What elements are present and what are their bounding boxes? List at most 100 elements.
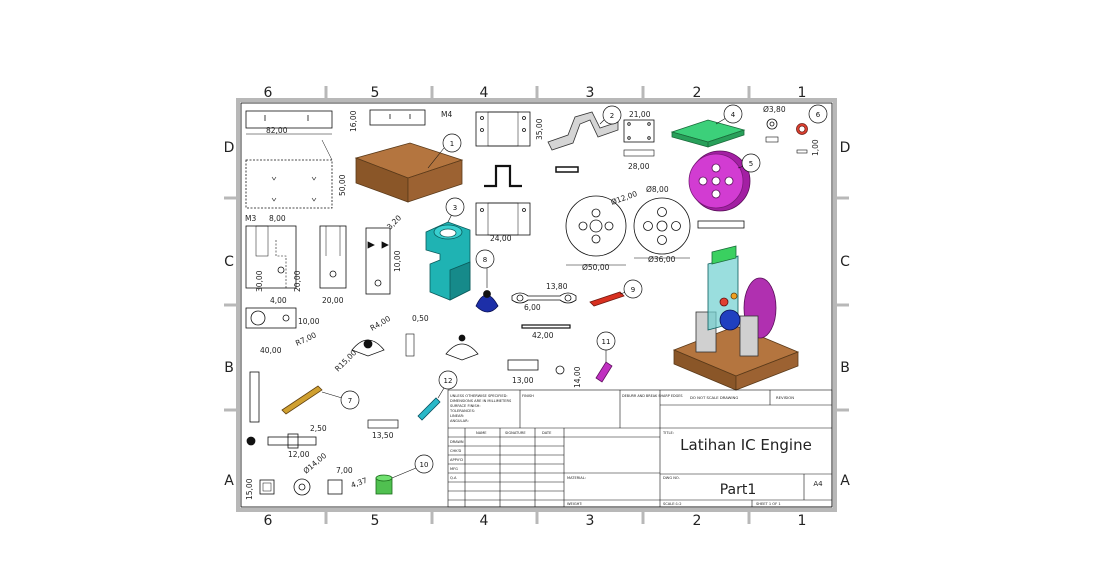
scale-label: SCALE:1:2 <box>663 502 682 506</box>
dim-10-b: 10,00 <box>298 317 320 326</box>
zone-ticks <box>224 86 849 524</box>
revision-label: REVISION <box>776 395 794 400</box>
cylinder-block-views: M3 8,00 30,00 20,00 4,00 20,00 3,20 10,0… <box>245 213 403 305</box>
flywheel-iso <box>688 150 751 212</box>
crank-plate-views: 40,00 R7,00 10,00 <box>245 307 320 355</box>
balloon-6-label: 6 <box>816 111 821 119</box>
weight-label: WEIGHT: <box>567 502 582 506</box>
row-chkd: CHK'D <box>450 449 462 453</box>
drawing-title: Latihan IC Engine <box>680 436 812 454</box>
zone-row-b-right: B <box>840 360 850 376</box>
zone-row-c-right: C <box>840 254 850 270</box>
green-cylinder-iso <box>375 474 393 495</box>
balloon-10-label: 10 <box>420 461 429 469</box>
red-pin-iso <box>589 291 625 307</box>
dim-r4: R4,00 <box>369 314 393 333</box>
dim-14: 14,00 <box>573 366 582 388</box>
base-plate-front-view <box>245 159 333 209</box>
zone-row-a-right: A <box>840 473 850 489</box>
balloon-12 <box>438 370 458 390</box>
dim-20-b: 20,00 <box>322 296 344 305</box>
row-drawn: DRAWN <box>450 440 464 444</box>
dim-15: 15,00 <box>245 478 254 500</box>
balloon-1-label: 1 <box>450 140 454 148</box>
finish-label: FINISH <box>522 394 534 398</box>
yellow-shaft-iso <box>281 385 323 415</box>
flywheel-front-views: Ø12,00 Ø8,00 Ø50,00 Ø36,00 <box>565 185 691 272</box>
row-appvd: APPV'D <box>450 458 463 462</box>
tol-line-2: DIMENSIONS ARE IN MILLIMETERS <box>450 399 512 403</box>
balloon-8 <box>475 249 495 269</box>
balloon-4-label: 4 <box>731 111 736 119</box>
cam-views: R15,00 R4,00 0,50 <box>333 314 479 373</box>
balloon-12-label: 12 <box>444 377 453 385</box>
balloon-9-label: 9 <box>631 286 635 294</box>
tol-line-3: SURFACE FINISH: <box>450 404 481 408</box>
dim-d36: Ø36,00 <box>648 255 676 264</box>
dim-m4: M4 <box>441 110 452 119</box>
dim-6: 6,00 <box>524 303 541 312</box>
dim-40: 40,00 <box>260 346 282 355</box>
magenta-pin-iso <box>595 361 613 383</box>
flywheel-side <box>697 220 745 229</box>
dim-13-5: 13,50 <box>372 431 394 440</box>
dim-r15: R15,00 <box>333 348 358 373</box>
tol-line-5: LINEAR: <box>450 414 464 418</box>
sheet-label: SHEET 1 OF 1 <box>756 502 781 506</box>
do-not-scale-label: DO NOT SCALE DRAWING <box>690 395 738 400</box>
title-label: TITLE: <box>662 431 674 435</box>
dim-d8: Ø8,00 <box>646 185 669 194</box>
balloon-callouts: 1 2 3 4 5 6 7 8 9 10 11 12 <box>321 104 828 479</box>
balloon-9 <box>623 279 643 299</box>
zone-row-d: D <box>224 140 235 156</box>
tol-line-4: TOLERANCES: <box>449 409 475 413</box>
zone-labels-top: 6 5 4 3 2 1 <box>264 85 807 101</box>
dim-20: 20,00 <box>293 270 302 292</box>
zone-col-6: 6 <box>264 85 273 101</box>
zone-labels-right: D C B A <box>840 140 851 489</box>
drawing-number: Part1 <box>720 482 757 498</box>
zone-col-1-bottom: 1 <box>798 513 807 529</box>
shaft-side-view <box>249 371 260 423</box>
dim-1: 1,00 <box>811 139 820 156</box>
zone-labels-bottom: 6 5 4 3 2 1 <box>264 513 807 529</box>
base-plate-top-view <box>245 110 333 129</box>
balloon-6 <box>808 104 828 124</box>
small-pin-views: 13,00 14,00 <box>507 359 582 388</box>
dim-35: 35,00 <box>535 118 544 140</box>
dim-28: 28,00 <box>628 162 650 171</box>
title-block-text: UNLESS OTHERWISE SPECIFIED: DIMENSIONS A… <box>449 394 823 506</box>
zone-col-3-bottom: 3 <box>586 513 595 529</box>
zone-col-4-bottom: 4 <box>480 513 489 529</box>
dim-10: 10,00 <box>393 250 402 272</box>
dim-7: 7,00 <box>336 466 353 475</box>
dim-12: 12,00 <box>288 450 310 459</box>
cylinder-iso <box>425 221 471 301</box>
tol-line-6: ANGULAR: <box>450 419 469 423</box>
zone-row-b: B <box>224 360 234 376</box>
balloon-5 <box>741 153 761 173</box>
balloon-5-label: 5 <box>749 160 753 168</box>
balloon-8-label: 8 <box>483 256 487 264</box>
row-mfg: MFG <box>450 467 458 471</box>
dim-24: 24,00 <box>490 234 512 243</box>
teal-pin-iso <box>417 397 441 421</box>
zone-col-5: 5 <box>371 85 380 101</box>
dim-2-5: 2,50 <box>310 424 327 433</box>
dim-0-5: 0,50 <box>412 314 429 323</box>
dim-16: 16,00 <box>349 110 358 132</box>
zone-row-a: A <box>224 473 234 489</box>
zone-labels-left: D C B A <box>224 140 235 489</box>
dim-13-8: 13,80 <box>546 282 568 291</box>
balloon-11-label: 11 <box>602 338 611 346</box>
balloon-7-label: 7 <box>348 397 352 405</box>
dim-m3: M3 <box>245 214 256 223</box>
mount-plate-view <box>623 119 655 143</box>
dim-d12: Ø12,00 <box>610 189 639 207</box>
balloon-11 <box>596 331 616 351</box>
col-header-date: DATE <box>542 431 552 435</box>
col-header-signature: SIGNATURE <box>505 431 526 435</box>
crank-iso <box>475 290 499 313</box>
balloon-10 <box>414 454 434 474</box>
cylinder-bracket-views: 35,00 24,00 <box>475 111 544 243</box>
